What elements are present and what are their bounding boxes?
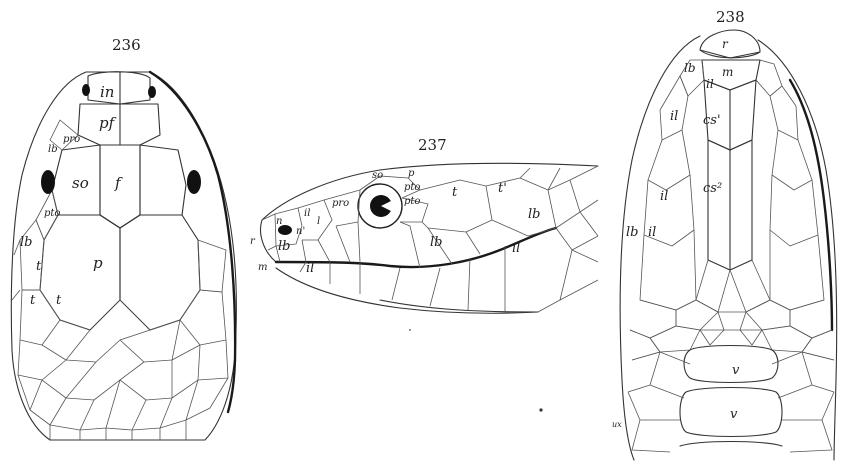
label-237-il-lower: il xyxy=(306,261,314,276)
ventral-plates-238 xyxy=(680,346,782,447)
figure-238-ventral-head: 238 xyxy=(612,8,837,460)
label-238-il-3: il xyxy=(660,189,668,204)
label-236-pto: pto xyxy=(44,208,60,219)
label-237-pto-2: pto xyxy=(404,196,420,207)
label-237-lb-1: lb xyxy=(278,239,290,254)
label-236-t-2: t xyxy=(30,293,36,308)
label-237-pro: pro xyxy=(332,198,349,209)
label-238-cs-prime: cs' xyxy=(703,113,721,128)
label-237-il-upper: il xyxy=(304,208,310,219)
right-eye xyxy=(187,170,201,194)
figure-236-dorsal-head: 236 xyxy=(11,36,236,440)
label-238-lb-2: lb xyxy=(626,225,638,240)
label-238-r: r xyxy=(722,37,729,51)
label-237-pto-1: pto xyxy=(404,182,420,193)
label-237-il-2: il xyxy=(512,241,520,256)
label-236-so: so xyxy=(72,174,89,192)
label-238-il-1: il xyxy=(706,77,714,91)
speck xyxy=(409,329,411,331)
label-237-t-prime: t' xyxy=(498,181,507,196)
label-237-p: p xyxy=(408,168,415,179)
label-236-pf: pf xyxy=(99,114,117,132)
figure-237-lateral-head: 237 xyxy=(250,136,598,313)
label-236-in: in xyxy=(100,83,114,101)
label-237-m: m xyxy=(258,262,267,273)
label-236-t-3: t xyxy=(56,293,62,308)
label-236-p: p xyxy=(93,254,103,272)
label-236-lb-lower: lb xyxy=(20,235,32,250)
label-238-il-4: il xyxy=(648,225,656,240)
speck xyxy=(539,408,542,411)
figure-238-number: 238 xyxy=(716,8,745,26)
label-237-so: so xyxy=(372,170,383,181)
left-nostril xyxy=(82,84,90,96)
label-237-n: n xyxy=(276,216,282,227)
label-237-n-prime: n' xyxy=(296,226,305,237)
label-236-f: f xyxy=(114,174,123,192)
left-eye xyxy=(41,170,55,194)
label-237-lb-3: lb xyxy=(528,207,540,222)
label-237-l: l xyxy=(317,216,320,227)
label-238-lb-1: lb xyxy=(684,61,696,75)
label-236-pro: pro xyxy=(63,134,80,145)
label-238-cs-2: cs² xyxy=(703,181,722,196)
label-238-v-1: v xyxy=(732,363,740,378)
label-236-lb-upper: lb xyxy=(48,144,58,155)
figure-236-number: 236 xyxy=(112,36,141,54)
figure-237-number: 237 xyxy=(418,136,447,154)
label-237-r: r xyxy=(250,236,256,247)
label-237-lb-2: lb xyxy=(430,235,442,250)
label-237-t: t xyxy=(452,185,458,200)
label-236-t-1: t xyxy=(36,259,42,274)
label-238-il-2: il xyxy=(670,109,678,124)
label-238-v-2: v xyxy=(730,407,738,422)
label-238-stray: ux xyxy=(612,420,622,429)
label-238-m: m xyxy=(722,65,733,79)
right-nostril xyxy=(148,86,156,98)
